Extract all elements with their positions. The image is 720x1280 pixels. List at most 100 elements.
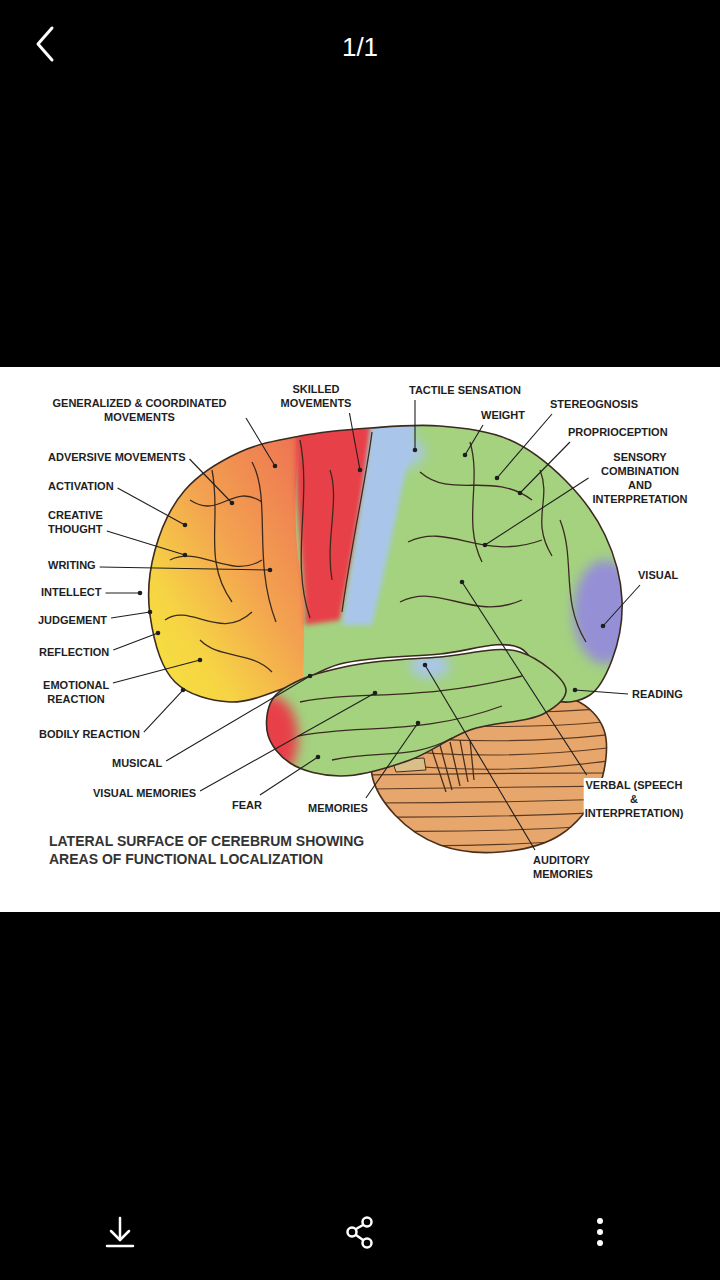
leader-line <box>113 660 200 683</box>
share-icon <box>348 1218 372 1248</box>
share-dot <box>348 1228 357 1237</box>
area-label: GENERALIZED & COORDINATED MOVEMENTS <box>36 396 243 424</box>
download-head <box>111 1231 129 1240</box>
back-icon <box>38 28 52 60</box>
area-label: SENSORY COMBINATION AND INTERPRETATION <box>592 450 689 506</box>
leader-dot <box>198 658 203 663</box>
leader-dot <box>268 568 273 573</box>
visual-area <box>573 560 637 664</box>
leader-dot <box>460 580 465 585</box>
area-label: AUDITORY MEMORIES <box>532 853 594 881</box>
leader-line <box>462 582 587 775</box>
area-label: MEMORIES <box>307 801 369 815</box>
folia-line <box>365 825 615 831</box>
share-link <box>356 1225 363 1229</box>
page-counter: 1/1 <box>341 30 379 64</box>
more-dot <box>597 1218 603 1224</box>
leader-line <box>118 488 185 525</box>
leader-dot <box>273 464 278 469</box>
gyrus-line <box>300 440 310 618</box>
leader-line <box>485 478 589 545</box>
leader-line <box>107 531 185 555</box>
leader-line <box>166 676 310 761</box>
leader-line <box>465 425 483 455</box>
share-dot <box>363 1239 372 1248</box>
download-shaft <box>119 1218 122 1240</box>
gyrus-line <box>470 442 482 562</box>
area-label: WEIGHT <box>480 408 526 422</box>
folia-line <box>365 812 615 817</box>
area-label: INTELLECT <box>40 585 103 599</box>
temporal-fill <box>267 650 567 777</box>
area-label: REFLECTION <box>38 645 110 659</box>
leader-dot <box>138 591 143 596</box>
leader-dot <box>373 691 378 696</box>
leader-line <box>575 690 628 694</box>
leader-dot <box>495 476 500 481</box>
sensory-tint <box>380 436 424 468</box>
leader-line <box>113 633 158 650</box>
leader-dot <box>230 501 235 506</box>
gyrus-line <box>400 596 522 607</box>
leader-line <box>520 442 570 493</box>
area-label: ACTIVATION <box>47 479 115 493</box>
leader-dot <box>573 688 578 693</box>
gyrus-line <box>342 432 372 612</box>
area-label: TACTILE SENSATION <box>408 383 522 397</box>
leader-dot <box>601 624 606 629</box>
leader-line <box>111 612 150 618</box>
leader-line <box>349 413 360 470</box>
leader-dot <box>423 663 428 668</box>
leader-line <box>260 757 318 795</box>
photo-ground <box>0 367 720 912</box>
gyrus-line <box>560 520 586 642</box>
area-label: CREATIVE THOUGHT <box>47 508 104 536</box>
leader-dot <box>316 755 321 760</box>
temporal-outline <box>267 650 567 777</box>
leader-line <box>144 690 183 732</box>
area-label: ADVERSIVE MOVEMENTS <box>47 450 187 464</box>
gyrus-line <box>420 472 532 500</box>
figure-caption: LATERAL SURFACE OF CEREBRUM SHOWING AREA… <box>48 832 412 868</box>
gyrus-line <box>165 612 252 624</box>
frontal-area <box>100 400 304 720</box>
area-label: VISUAL MEMORIES <box>92 786 197 800</box>
share-link <box>356 1235 363 1240</box>
leader-line <box>603 585 640 626</box>
leader-line <box>425 665 535 850</box>
area-label: VISUAL <box>637 568 679 582</box>
area-label: MUSICAL <box>111 756 163 770</box>
leader-dot <box>416 721 421 726</box>
share-dot <box>363 1218 372 1227</box>
more-dot <box>597 1240 603 1246</box>
gyrus-line <box>298 706 502 736</box>
leader-dot <box>463 453 468 458</box>
area-label: PROPRIOCEPTION <box>567 425 669 439</box>
area-label: VERBAL (SPEECH & INTERPRETATION) <box>584 778 685 820</box>
area-label: JUDGEMENT <box>37 613 108 627</box>
leader-dot <box>148 610 153 615</box>
folia-line <box>365 799 615 803</box>
leader-line <box>246 418 275 466</box>
leader-dot <box>183 523 188 528</box>
leader-dot <box>181 688 186 693</box>
gyrus-line <box>252 462 276 622</box>
leader-line <box>106 592 141 593</box>
leader-dot <box>483 543 488 548</box>
vermis-lines <box>432 740 474 792</box>
area-label: BODILY REACTION <box>38 727 141 741</box>
gyrus-line <box>200 640 272 672</box>
gyrus-line <box>300 676 522 702</box>
area-label: STEREOGNOSIS <box>549 397 639 411</box>
area-label: FEAR <box>231 798 263 812</box>
leader-line <box>190 459 232 503</box>
gyrus-line <box>540 470 552 556</box>
sensory-strip <box>342 400 422 625</box>
folia-line <box>365 786 615 789</box>
gyrus-line <box>330 470 334 580</box>
leader-dot <box>518 491 523 496</box>
